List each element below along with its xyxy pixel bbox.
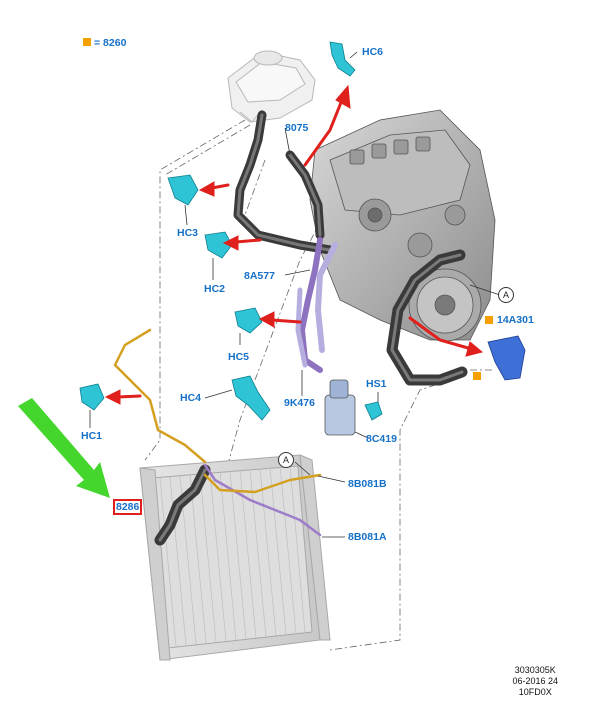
drawing-reference-block: 3030305K 06-2016 24 10FD0X xyxy=(512,665,558,698)
callout-a-upper: A xyxy=(498,287,514,303)
label-hc4: HC4 xyxy=(180,392,202,404)
label-hc2: HC2 xyxy=(204,283,226,295)
label-hc6: HC6 xyxy=(362,46,384,58)
label-hc3: HC3 xyxy=(177,227,199,239)
callout-a-lower: A xyxy=(278,452,294,468)
engine-block xyxy=(309,109,496,342)
bracket-14a301 xyxy=(487,335,526,381)
green-pointer-arrow xyxy=(18,398,110,498)
radiator xyxy=(139,454,331,661)
label-8286-highlighted: 8286 xyxy=(113,499,143,515)
label-8b081b: 8B081B xyxy=(348,478,387,490)
reference-date: 06-2016 24 xyxy=(512,676,558,686)
clips xyxy=(79,41,383,421)
degas-bottle xyxy=(324,379,356,436)
label-8a577: 8A577 xyxy=(244,270,275,282)
expansion-tank xyxy=(227,50,316,123)
label-8075: 8075 xyxy=(285,122,309,134)
label-hc5: HC5 xyxy=(228,351,250,363)
label-8c419: 8C419 xyxy=(366,433,397,445)
orange-square-marker xyxy=(83,38,91,46)
label-hs1: HS1 xyxy=(366,378,387,390)
orange-square-marker xyxy=(473,372,481,380)
label-8260: = 8260 xyxy=(94,37,127,49)
reference-id: 10FD0X xyxy=(518,687,552,697)
label-8b081a: 8B081A xyxy=(348,531,387,543)
label-14a301: 14A301 xyxy=(497,314,534,326)
orange-square-marker xyxy=(485,316,493,324)
label-hc1: HC1 xyxy=(81,430,103,442)
label-9k476: 9K476 xyxy=(284,397,315,409)
reference-code: 3030305K xyxy=(514,665,556,675)
